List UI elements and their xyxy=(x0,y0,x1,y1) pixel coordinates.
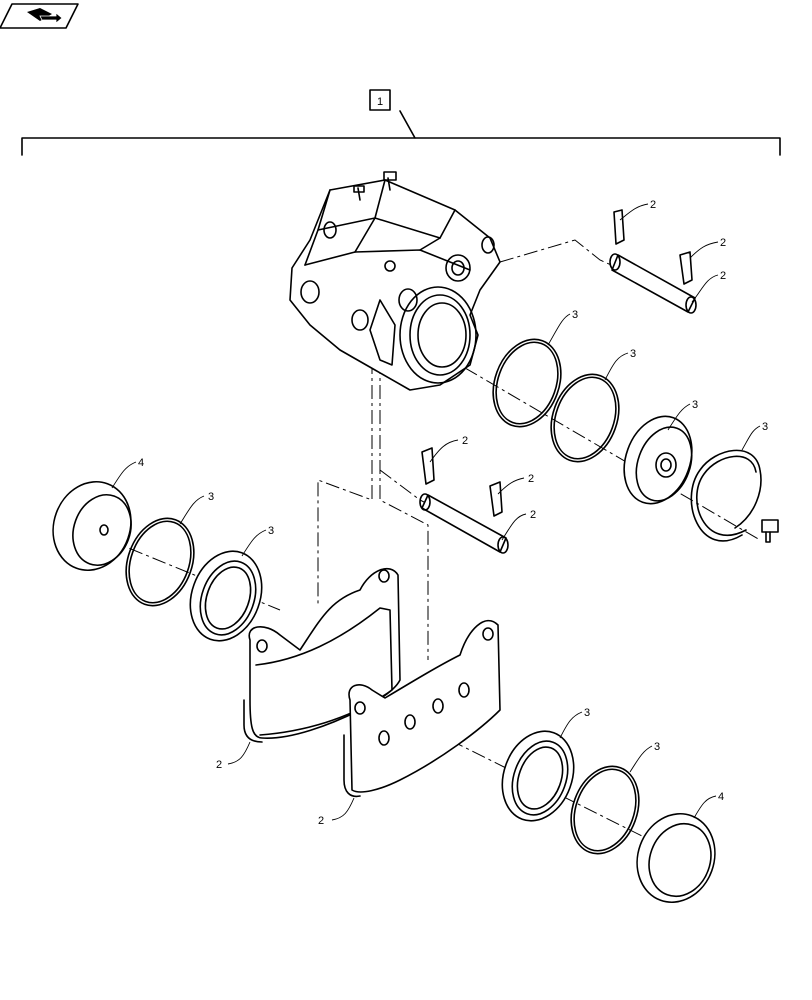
callout-label: 3 xyxy=(572,309,578,321)
lower-pin xyxy=(419,447,509,554)
right-ring xyxy=(570,765,640,855)
callout-label: 4 xyxy=(138,457,144,469)
ring-1 xyxy=(492,338,562,428)
callout-label: 3 xyxy=(630,348,636,360)
callout-label: 2 xyxy=(528,473,534,485)
callout-label: 2 xyxy=(318,815,324,827)
callout-label: 2 xyxy=(216,759,222,771)
assembly-label-box xyxy=(369,89,391,111)
piston xyxy=(623,415,693,505)
callout-label: 3 xyxy=(584,707,590,719)
left-ring xyxy=(125,517,195,607)
assembly-label: 1 xyxy=(377,96,383,108)
upper-pin xyxy=(609,209,697,314)
callouts: 2 2 2 3 3 3 3 2 2 2 4 3 3 2 2 3 3 4 xyxy=(111,199,768,827)
callout-label: 3 xyxy=(692,399,698,411)
callout-label: 2 xyxy=(530,509,536,521)
ring-2 xyxy=(550,373,620,463)
right-piston-cap xyxy=(636,812,716,904)
callout-label: 2 xyxy=(462,435,468,447)
brake-pad-2 xyxy=(343,619,501,798)
book-arrow-icon xyxy=(27,8,63,24)
callout-label: 3 xyxy=(762,421,768,433)
callout-label: 2 xyxy=(720,237,726,249)
callout-label: 3 xyxy=(654,741,660,753)
callout-label: 2 xyxy=(720,270,726,282)
callout-label: 4 xyxy=(718,791,724,803)
callout-label: 3 xyxy=(268,525,274,537)
callout-label: 3 xyxy=(208,491,214,503)
bleeder-screw xyxy=(761,519,779,543)
right-seal xyxy=(501,730,575,822)
callout-label: 2 xyxy=(650,199,656,211)
nav-book-icon[interactable] xyxy=(0,3,79,29)
snap-ring-open xyxy=(690,449,762,542)
caliper-housing xyxy=(289,171,501,391)
left-piston-cap xyxy=(52,480,132,572)
assembly-bracket xyxy=(21,110,781,156)
assembly-callout: 1 xyxy=(21,89,781,156)
left-seal xyxy=(189,550,263,642)
